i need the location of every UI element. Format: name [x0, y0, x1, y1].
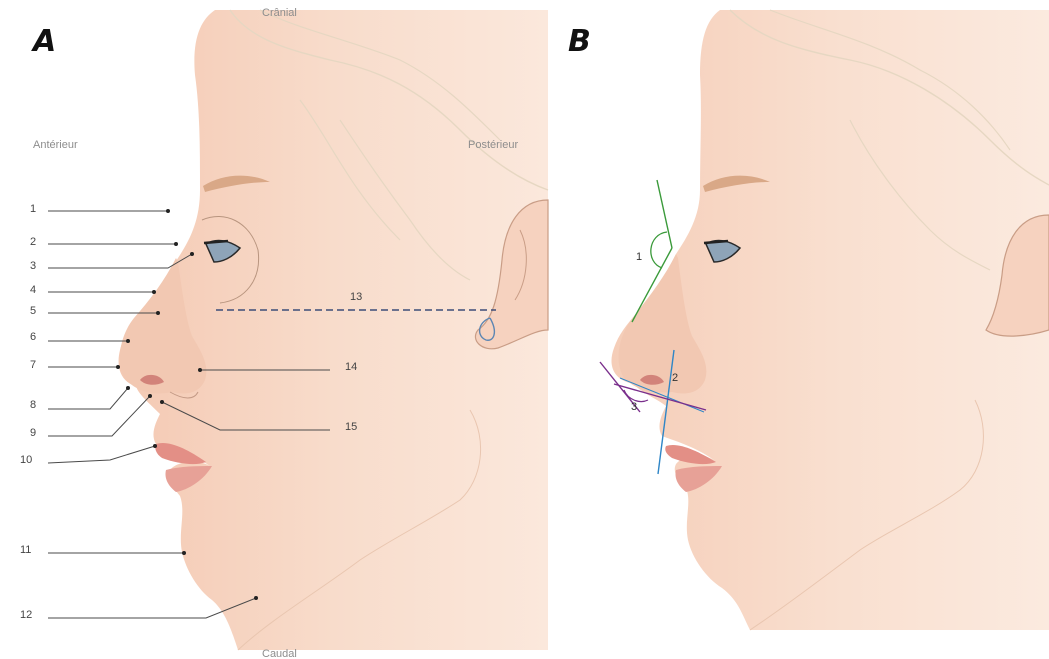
landmark-9-dot: [148, 394, 152, 398]
angle-2-label: 2: [672, 372, 678, 384]
landmark-2-dot: [174, 242, 178, 246]
landmark-4-dot: [152, 290, 156, 294]
landmark-9-leader: [48, 396, 150, 436]
landmark-15-label: 15: [345, 421, 357, 433]
landmark-8-leader: [48, 388, 128, 409]
landmark-9-label: 9: [30, 427, 36, 439]
landmark-12-dot: [254, 596, 258, 600]
landmark-11-dot: [182, 551, 186, 555]
landmark-13-label: 13: [350, 291, 362, 303]
landmark-6-dot: [126, 339, 130, 343]
landmark-3-dot: [190, 252, 194, 256]
panel-label-a: A: [31, 24, 56, 59]
angle-3-label: 3: [631, 401, 637, 413]
panel-label-b: B: [568, 24, 591, 59]
landmark-15-dot: [160, 400, 164, 404]
direction-bottom-label: Caudal: [262, 648, 297, 659]
direction-anterior-label: Antérieur: [33, 139, 78, 151]
landmark-10-leader: [48, 446, 155, 463]
landmark-11-label: 11: [20, 544, 31, 556]
landmark-10-dot: [153, 444, 157, 448]
landmark-2-label: 2: [30, 236, 36, 248]
landmark-6-label: 6: [30, 331, 36, 343]
landmark-14-dot: [198, 368, 202, 372]
landmark-7-label: 7: [30, 359, 36, 371]
landmark-5-label: 5: [30, 305, 36, 317]
direction-posterior-label: Postérieur: [468, 139, 518, 151]
direction-top-label: Crânial: [262, 7, 297, 19]
landmark-1-dot: [166, 209, 170, 213]
landmark-8-dot: [126, 386, 130, 390]
landmark-4-label: 4: [30, 284, 36, 296]
angle-1-label: 1: [636, 251, 642, 263]
landmark-3-leader: [48, 254, 192, 268]
landmark-8-label: 8: [30, 399, 36, 411]
landmark-7-dot: [116, 365, 120, 369]
angle-1-line-upper: [657, 180, 672, 248]
landmark-10-label: 10: [20, 454, 32, 466]
landmark-1-label: 1: [30, 203, 36, 215]
panel-b: [600, 10, 1049, 630]
landmark-3-label: 3: [30, 260, 36, 272]
landmark-14-label: 14: [345, 361, 357, 373]
landmark-5-dot: [156, 311, 160, 315]
landmark-12-label: 12: [20, 609, 32, 621]
